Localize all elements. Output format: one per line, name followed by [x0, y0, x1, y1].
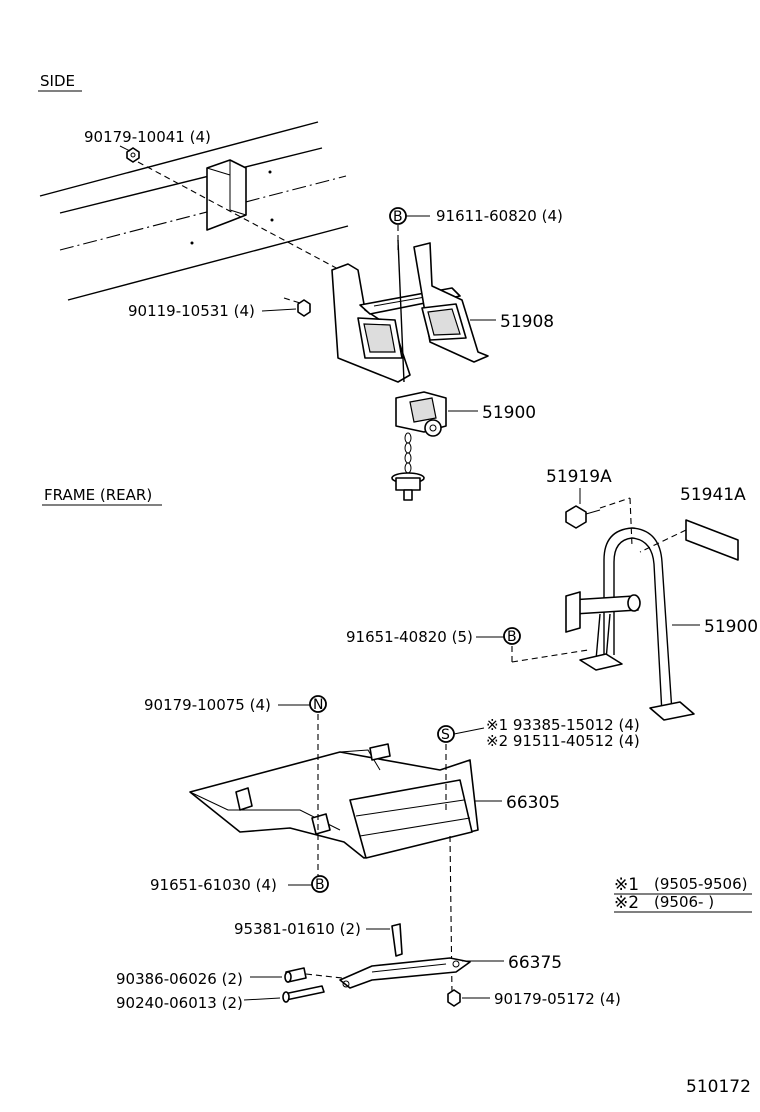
note1-mark: ※1 [614, 875, 639, 895]
label-51919A: 51919A [546, 467, 612, 487]
label-90240-06013: 90240-06013 (2) [116, 994, 243, 1012]
label-90386-06026: 90386-06026 (2) [116, 970, 243, 988]
nut-90179-05172 [447, 989, 461, 1007]
note1-text: (9505-9506) [654, 875, 747, 893]
label-95381-01610: 95381-01610 (2) [234, 920, 361, 938]
callout-b1-letter: B [393, 209, 403, 225]
bolt-90240-06013 [282, 985, 325, 1003]
callout-n1 [309, 695, 327, 713]
label-91651-40820: 91651-40820 (5) [346, 628, 473, 646]
part-66375 [339, 957, 471, 989]
label-51941A: 51941A [680, 485, 746, 505]
bolt-90119-10531 [283, 297, 311, 317]
frame-rail [39, 121, 349, 301]
section-title-side: SIDE [40, 72, 75, 90]
label-291511-40512: ※2 91511-40512 (4) [486, 732, 640, 750]
callout-b3-letter: B [315, 877, 325, 893]
label-90179-10075: 90179-10075 (4) [144, 696, 271, 714]
label-51900-carrier: 51900 [704, 617, 758, 637]
pin-95381-01610 [391, 923, 403, 957]
notes: ※1 (9505-9506) ※2 (9506- ) [614, 875, 752, 913]
part-51900-hoist [391, 391, 447, 501]
diagram-code: 510172 [686, 1077, 751, 1097]
callout-n1-letter: N [313, 697, 323, 713]
label-51900-hoist: 51900 [482, 403, 536, 423]
callout-b2 [503, 627, 521, 645]
part-51919A [565, 497, 633, 547]
label-66305: 66305 [506, 793, 560, 813]
section-title-frame-rear: FRAME (REAR) [44, 486, 152, 504]
label-51908: 51908 [500, 312, 554, 332]
note2-mark: ※2 [614, 893, 639, 913]
part-51941A [639, 519, 739, 561]
callout-b2-letter: B [507, 629, 517, 645]
label-90119-10531: 90119-10531 (4) [128, 302, 255, 320]
part-51908 [331, 239, 489, 383]
label-90179-05172: 90179-05172 (4) [494, 990, 621, 1008]
label-193385-15012: ※1 93385-15012 (4) [486, 716, 640, 734]
label-90179-10041: 90179-10041 (4) [84, 128, 211, 146]
note2-text: (9506- ) [654, 893, 714, 911]
frame-bracket [206, 159, 247, 231]
nut-90179-10041 [126, 147, 140, 163]
label-91651-61030: 91651-61030 (4) [150, 876, 277, 894]
part-66305 [189, 743, 479, 859]
label-91611-60820: 91611-60820 (4) [436, 207, 563, 225]
leader-90179-10041 [137, 161, 341, 271]
collar-90386-06026 [284, 967, 343, 983]
callout-s1-letter: S [441, 727, 450, 743]
callout-b3 [311, 875, 329, 893]
part-51900-carrier [565, 527, 695, 721]
label-66375: 66375 [508, 953, 562, 973]
